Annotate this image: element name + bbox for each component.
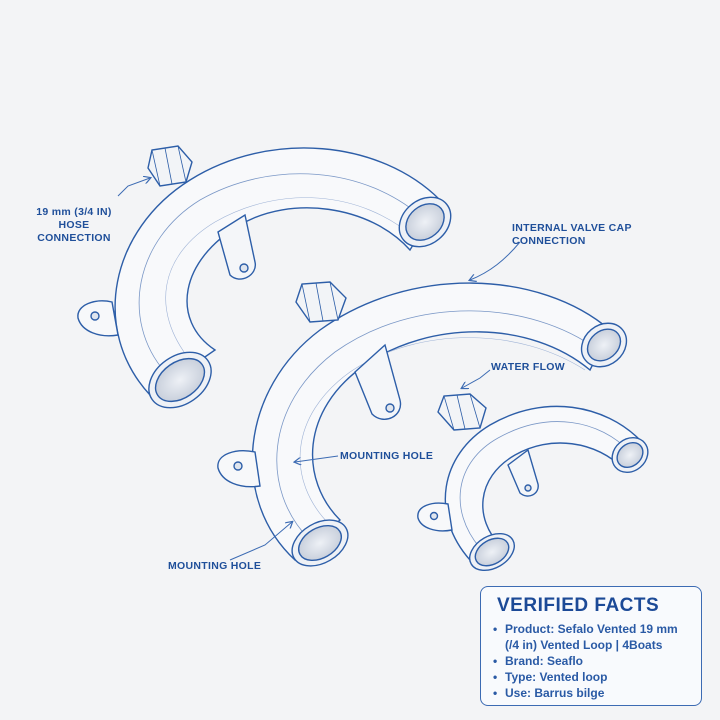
label-internal-valve-cap: INTERNAL VALVE CAP CONNECTION [512, 222, 632, 248]
label-water-flow: WATER FLOW [491, 361, 565, 373]
vented-loop-large [77, 145, 452, 409]
fact-item: (/4 in) Vented Loop | 4Boats [505, 638, 663, 652]
verified-facts-title: VERIFIED FACTS [497, 595, 660, 616]
label-hose-connection: 19 mm (3/4 IN) HOSE CONNECTION [24, 206, 124, 245]
verified-facts-panel: VERIFIED FACTS Product: Sefalo Vented 19… [480, 586, 702, 706]
fact-item: Product: Sefalo Vented 19 mm [493, 621, 691, 637]
leader-water-flow [462, 369, 491, 388]
fact-item: Brand: Seaflo [493, 653, 691, 669]
label-internal-valve-cap-line1: INTERNAL VALVE CAP [512, 222, 632, 234]
vented-loop-medium [217, 281, 628, 567]
label-hose-connection-line2: HOSE CONNECTION [37, 219, 111, 244]
leader-mounting-hole-bottom [229, 522, 292, 561]
leader-lines [117, 178, 521, 561]
leader-mounting-hole-middle [295, 455, 339, 462]
verified-facts-list: Product: Sefalo Vented 19 mm (/4 in) Ven… [493, 621, 691, 701]
vented-loop-small [417, 393, 649, 572]
fact-item: Use: Barrus bilge [493, 685, 691, 701]
label-hose-connection-line1: 19 mm (3/4 IN) [36, 206, 112, 218]
leader-internal-valve-cap [470, 241, 521, 280]
label-mounting-hole-bottom: MOUNTING HOLE [168, 560, 262, 572]
label-internal-valve-cap-line2: CONNECTION [512, 235, 586, 247]
label-mounting-hole-middle: MOUNTING HOLE [340, 450, 434, 462]
leader-hose-connection [117, 178, 150, 197]
fact-item: Type: Vented loop [493, 669, 691, 685]
